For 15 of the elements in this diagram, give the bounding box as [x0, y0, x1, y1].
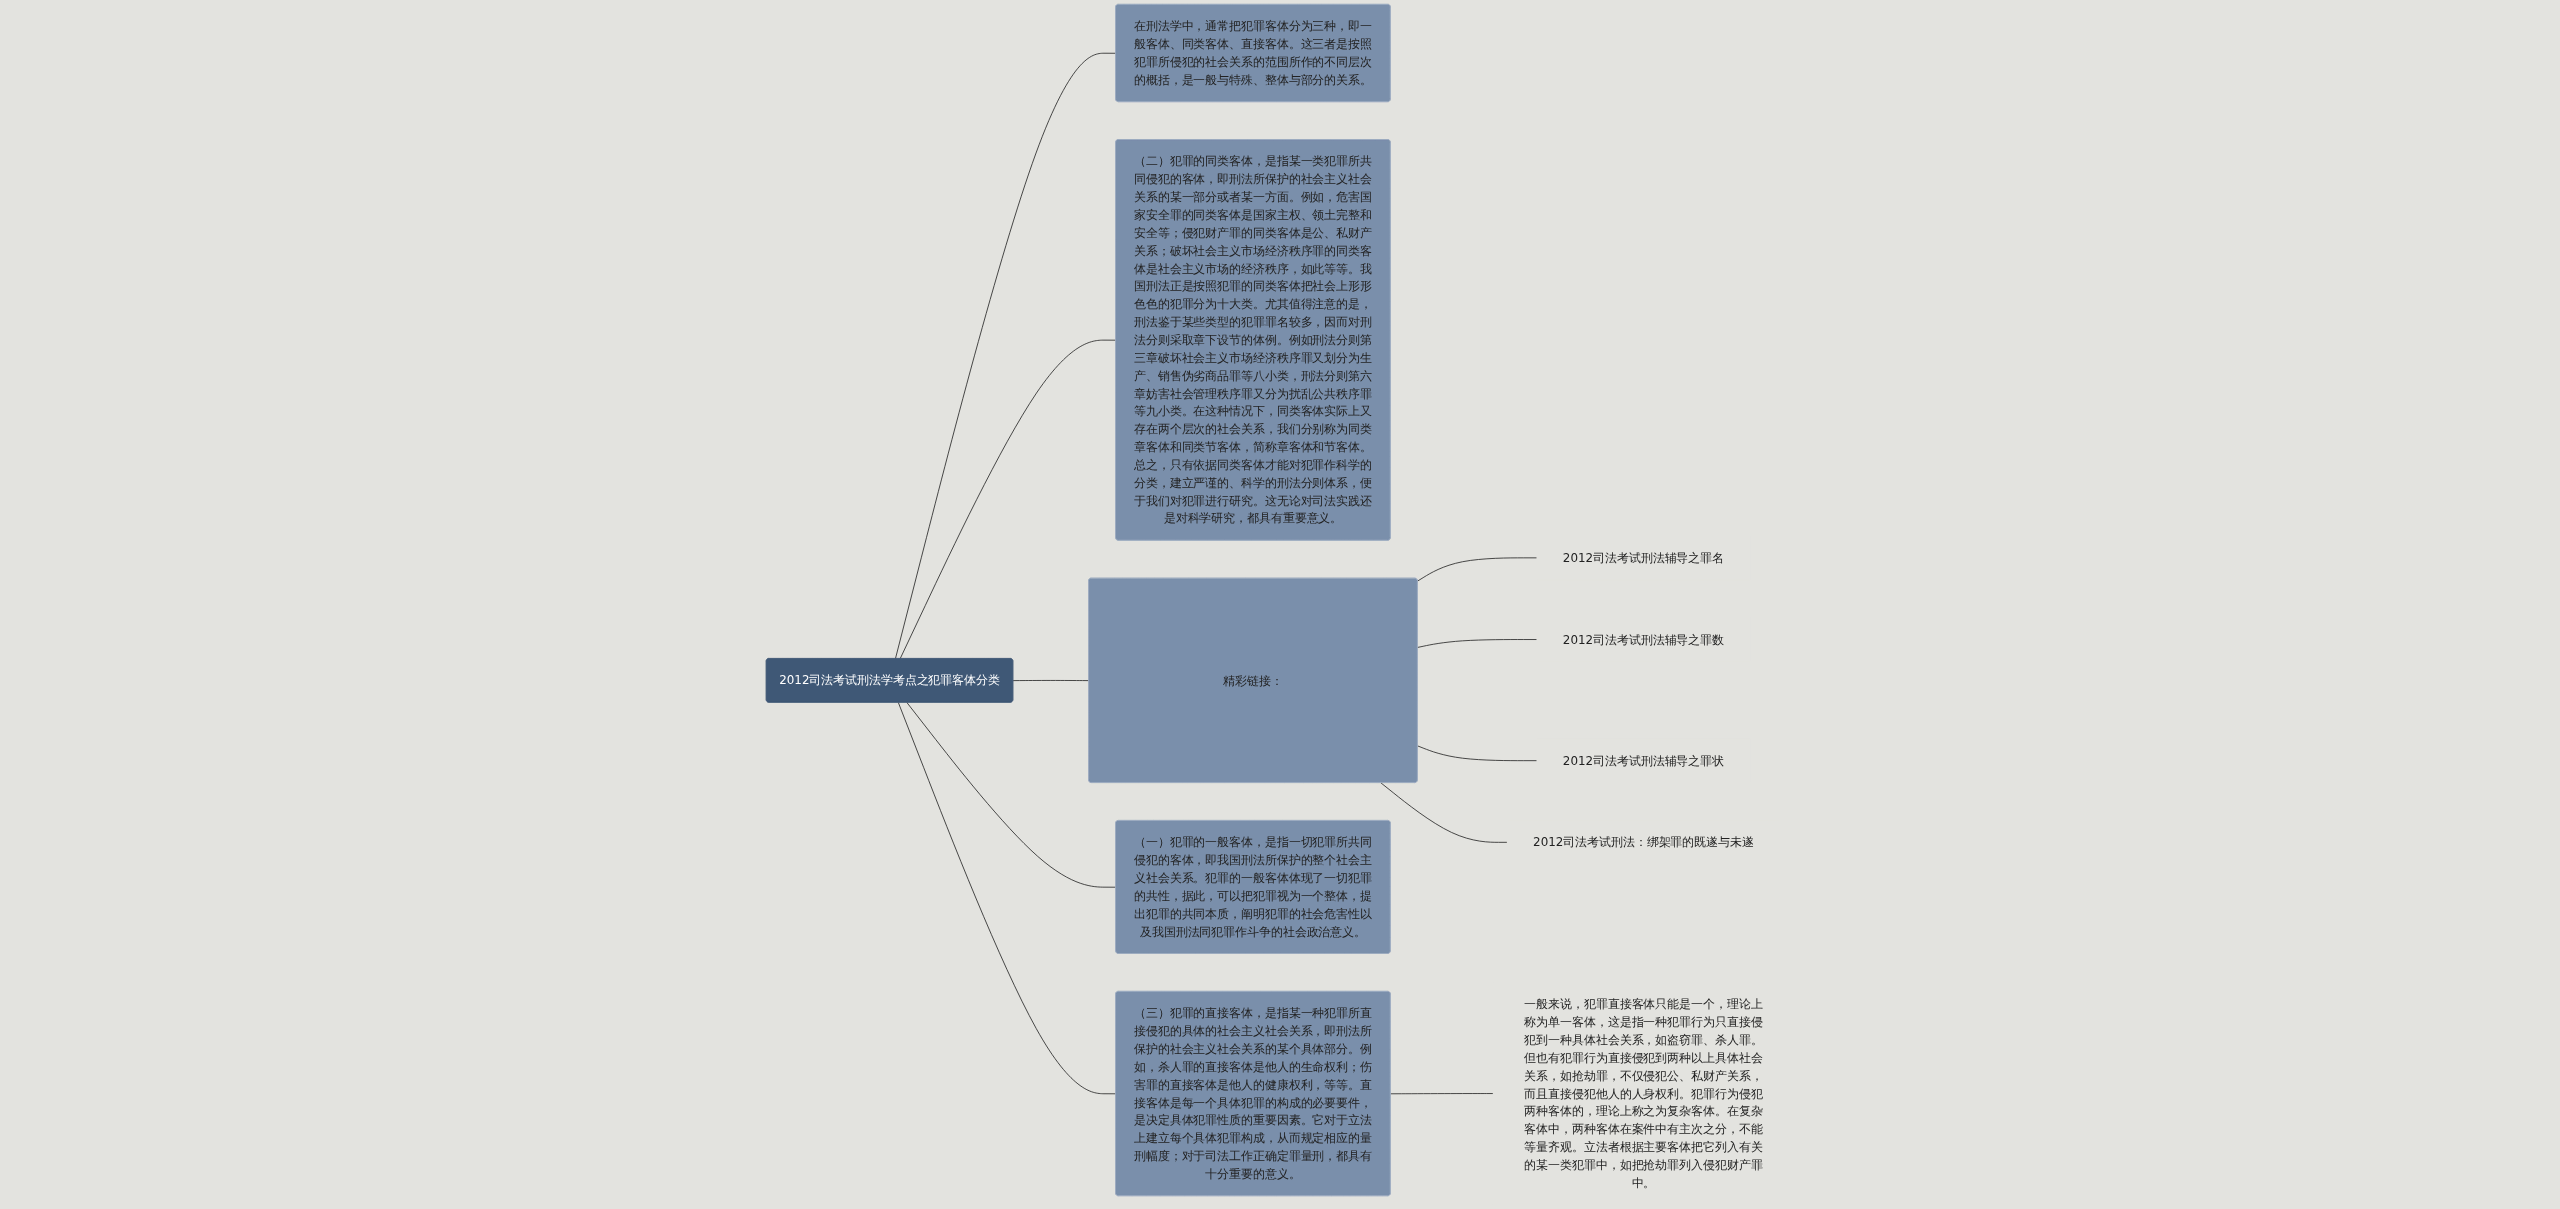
node-text: 2012司法考试刑法：绑架罪的既遂与未遂: [1533, 835, 1754, 850]
connector: [906, 702, 1117, 888]
connector: [1390, 1093, 1494, 1095]
connector: [899, 339, 1117, 660]
connector: [1380, 782, 1508, 843]
node-text: 一般来说，犯罪直接客体只能是一个，理论上称为单一客体，这是指一种犯罪行为只直接侵犯到一种具体社会关系，如盗窃罪、杀人罪。但也有犯罪行为直接侵犯到两种以上具体社会关系，如抢劫罪，不仅侵犯公、私财产关系，而且直接侵犯他人的人身权利。犯罪行为侵犯两种客体的，理论上称之为复杂客体。在复杂客体中，两种客体在案件中有主次之分，不能等量齐观。立法者根据主要客体把它列入有关的某一类犯罪中，如把抢劫罪列入侵犯财产罪中。: [1524, 997, 1763, 1190]
connector: [895, 52, 1117, 660]
connector: [1417, 745, 1538, 762]
node-text: 2012司法考试刑法辅导之罪状: [1562, 753, 1725, 768]
node-text: 2012司法考试刑法辅导之罪数: [1562, 632, 1725, 647]
node-text: 2012司法考试刑法辅导之罪名: [1562, 551, 1725, 565]
connector: [1012, 680, 1090, 682]
connector: [1417, 639, 1538, 648]
connector: [1417, 557, 1538, 582]
connector: [897, 702, 1117, 1095]
